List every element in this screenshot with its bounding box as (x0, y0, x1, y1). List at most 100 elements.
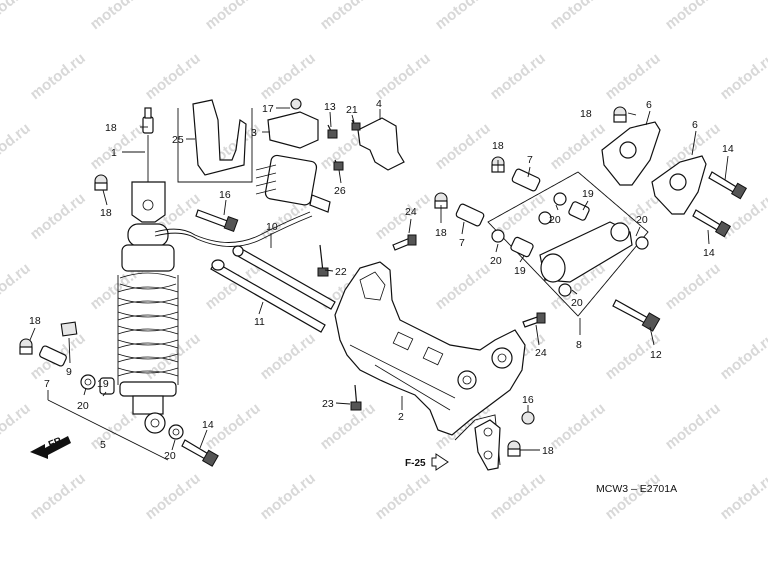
watermark-text: motod.ru (602, 50, 664, 103)
pivot-bolts (210, 245, 336, 333)
callout-24: 24 (535, 347, 547, 359)
watermark-text: motod.ru (547, 120, 609, 173)
callout-19: 19 (582, 188, 594, 200)
callout-18: 18 (580, 108, 592, 120)
watermark-text: motod.ru (87, 0, 149, 33)
callout-14: 14 (722, 143, 734, 155)
callout-20: 20 (549, 214, 561, 226)
watermark-text: motod.ru (142, 50, 204, 103)
callout-11: 11 (254, 316, 265, 328)
watermark-text: motod.ru (372, 50, 434, 103)
callout-24: 24 (405, 206, 417, 218)
small-bracket (454, 414, 501, 471)
watermark-text: motod.ru (717, 470, 768, 523)
watermark-text: motod.ru (372, 190, 434, 243)
watermark-text: motod.ru (432, 260, 494, 313)
watermark-text: motod.ru (662, 400, 724, 453)
callout-25: 25 (172, 134, 184, 146)
callout-21: 21 (346, 104, 358, 116)
watermark-text: motod.ru (317, 0, 379, 33)
watermark-layer: motod.ru motod.ru motod.ru motod.ru motod.ru… (0, 0, 768, 523)
watermark-text: motod.ru (0, 260, 34, 313)
callout-17: 17 (262, 103, 274, 115)
callout-18: 18 (105, 122, 117, 134)
callout-6: 6 (692, 119, 698, 131)
callout-20: 20 (77, 400, 89, 412)
watermark-text: motod.ru (487, 470, 549, 523)
callout-14: 14 (703, 247, 715, 259)
callout-19: 19 (97, 378, 109, 390)
callout-22: 22 (335, 266, 347, 278)
watermark-text: motod.ru (717, 50, 768, 103)
watermark-text: motod.ru (602, 470, 664, 523)
watermark-text: motod.ru (432, 120, 494, 173)
watermark-text: motod.ru (0, 0, 34, 33)
callout-26: 26 (334, 185, 346, 197)
watermark-text: motod.ru (0, 120, 34, 173)
watermark-text: motod.ru (27, 470, 89, 523)
watermark-text: motod.ru (27, 190, 89, 243)
watermark-text: motod.ru (0, 400, 34, 453)
callout-16: 16 (219, 189, 231, 201)
callout-1: 1 (111, 147, 117, 159)
watermark-text: motod.ru (202, 0, 264, 33)
callout-10: 10 (266, 221, 278, 233)
callout-20: 20 (490, 255, 502, 267)
callout-6: 6 (646, 99, 652, 111)
watermark-text: motod.ru (142, 330, 204, 383)
tag-sticker (60, 321, 78, 337)
watermark-text: motod.ru (717, 330, 768, 383)
front-arrow-icon: FR. (30, 434, 71, 459)
watermark-text: motod.ru (257, 470, 319, 523)
watermark-text: motod.ru (547, 400, 609, 453)
bolts (181, 119, 748, 467)
watermark-text: motod.ru (372, 470, 434, 523)
callout-18: 18 (492, 140, 504, 152)
callout-2: 2 (398, 411, 404, 423)
callout-18: 18 (542, 445, 554, 457)
callout-14: 14 (202, 419, 214, 431)
callouts: 1 2 3 4 5 6 6 7 7 7 8 9 10 11 12 13 14 1… (29, 98, 734, 462)
ref-f25-label: F-25 (405, 458, 426, 469)
callout-19: 19 (514, 265, 526, 277)
callout-20: 20 (164, 450, 176, 462)
callout-23: 23 (322, 398, 334, 410)
watermark-text: motod.ru (87, 120, 149, 173)
diagram-code: MCW3 – E2701A (596, 483, 677, 495)
watermark-text: motod.ru (662, 0, 724, 33)
watermark-text: motod.ru (662, 260, 724, 313)
callout-18: 18 (100, 207, 112, 219)
frame-bracket (334, 261, 526, 436)
leader-lines (29, 107, 729, 461)
callout-3: 3 (251, 127, 257, 139)
watermark-text: motod.ru (257, 330, 319, 383)
callout-16: 16 (522, 394, 534, 406)
callout-8: 8 (576, 339, 582, 351)
callout-7: 7 (527, 154, 533, 166)
callout-20: 20 (636, 214, 648, 226)
watermark-text: motod.ru (547, 0, 609, 33)
nuts-and-collars (19, 98, 627, 457)
watermark-text: motod.ru (432, 0, 494, 33)
callout-4: 4 (376, 98, 382, 110)
link-plate-left (601, 121, 661, 186)
callout-7: 7 (459, 237, 465, 249)
callout-13: 13 (324, 101, 336, 113)
front-arrow-label: FR. (47, 434, 66, 450)
callout-7: 7 (44, 378, 50, 390)
link-plate-right (651, 155, 707, 215)
callout-20: 20 (571, 297, 583, 309)
callout-9: 9 (66, 366, 72, 378)
watermark-text: motod.ru (487, 50, 549, 103)
callout-12: 12 (650, 349, 662, 361)
watermark-text: motod.ru (142, 470, 204, 523)
shock-absorber (117, 107, 313, 434)
callout-18: 18 (29, 315, 41, 327)
watermark-text: motod.ru (27, 50, 89, 103)
upper-brackets (177, 99, 405, 213)
callout-18: 18 (435, 227, 447, 239)
callout-5: 5 (100, 439, 106, 451)
watermark-text: motod.ru (257, 50, 319, 103)
link-arm (487, 171, 649, 317)
